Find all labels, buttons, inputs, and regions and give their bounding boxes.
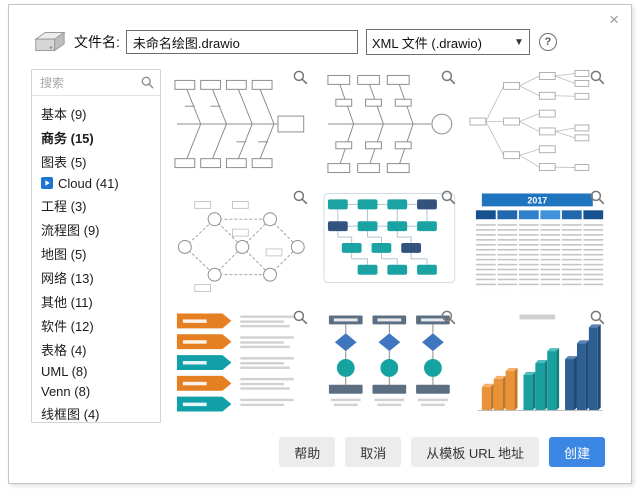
timeline-preview: 2017 <box>476 193 604 289</box>
bar-chart-preview <box>478 314 604 412</box>
sidebar-item-charts[interactable]: 图表 (5) <box>41 154 87 170</box>
zoom-icon[interactable] <box>590 190 605 205</box>
zoom-icon[interactable] <box>441 190 456 205</box>
template-fishbone-events[interactable] <box>319 69 459 179</box>
cloud-icon <box>41 177 53 189</box>
template-fishbone-diagram[interactable] <box>171 69 310 179</box>
zoom-icon[interactable] <box>441 70 456 85</box>
search-icon <box>141 76 154 89</box>
zoom-icon[interactable] <box>590 310 605 325</box>
create-button[interactable]: 创建 <box>548 437 605 467</box>
disk-drive-icon <box>34 31 66 52</box>
tree-preview <box>469 70 590 171</box>
sidebar-item-mockups[interactable]: 线框图 (4) <box>41 406 100 422</box>
sidebar-item-network[interactable]: 网络 (13) <box>41 270 94 286</box>
template-3d-bar-chart[interactable] <box>468 309 607 419</box>
sidebar-item-software[interactable]: 软件 (12) <box>41 318 94 334</box>
close-icon[interactable]: × <box>609 10 619 29</box>
search-row <box>32 70 160 96</box>
sidebar-item-engineering[interactable]: 工程 (3) <box>41 198 87 214</box>
template-tree-diagram[interactable] <box>468 69 607 179</box>
zoom-icon[interactable] <box>590 70 605 85</box>
filename-label: 文件名: <box>74 34 120 50</box>
zoom-icon[interactable] <box>441 310 456 325</box>
category-sidebar: 基本 (9) 商务 (15) 图表 (5) Cloud (41) 工程 (3) … <box>31 69 161 423</box>
template-timeline[interactable]: 2017 <box>468 189 607 299</box>
template-grid: 2017 <box>171 69 607 419</box>
timeline-year-label: 2017 <box>528 195 548 205</box>
sidebar-item-flowchart[interactable]: 流程图 (9) <box>41 222 100 238</box>
sidebar-item-map[interactable]: 地图 (5) <box>41 246 87 262</box>
sidebar-item-uml[interactable]: UML (8) <box>41 363 88 379</box>
template-area: 2017 <box>171 69 607 423</box>
filetype-select[interactable]: XML 文件 (.drawio) ▼ <box>365 29 530 55</box>
dialog-footer: 帮助 取消 从模板 URL 地址 创建 <box>279 437 605 467</box>
process-columns-preview <box>328 315 450 407</box>
template-process-list[interactable] <box>171 309 310 419</box>
template-process-columns[interactable] <box>319 309 459 419</box>
flowchart-preview <box>323 192 455 284</box>
sidebar-item-cloud[interactable]: Cloud (41) <box>32 173 160 193</box>
category-list: 基本 (9) 商务 (15) 图表 (5) Cloud (41) 工程 (3) … <box>32 96 160 422</box>
zoom-icon[interactable] <box>293 310 308 325</box>
sidebar-item-table[interactable]: 表格 (4) <box>41 342 87 358</box>
sidebar-item-cloud-label: Cloud (41) <box>58 175 119 191</box>
process-list-preview <box>176 313 294 412</box>
help-icon[interactable]: ? <box>538 33 557 51</box>
network-preview <box>177 201 305 292</box>
filetype-selected-value: XML 文件 (.drawio) <box>371 35 482 51</box>
fishbone-preview <box>174 79 305 169</box>
zoom-icon[interactable] <box>293 190 308 205</box>
dialog-header: 文件名: XML 文件 (.drawio) ▼ ? <box>31 27 609 57</box>
fishbone-events-preview <box>327 74 452 174</box>
template-flowchart[interactable] <box>319 189 459 299</box>
sidebar-item-venn[interactable]: Venn (8) <box>41 383 91 399</box>
cancel-button[interactable]: 取消 <box>345 437 402 467</box>
sidebar-item-business[interactable]: 商务 (15) <box>41 130 94 146</box>
chevron-down-icon: ▼ <box>513 36 524 48</box>
filename-input[interactable] <box>125 30 358 54</box>
search-input[interactable] <box>38 74 141 91</box>
sidebar-item-other[interactable]: 其他 (11) <box>41 294 93 310</box>
new-file-dialog: × 文件名: XML 文件 (.drawio) ▼ ? 基本 (9) 商务 (1… <box>8 4 632 484</box>
template-activity-network[interactable] <box>171 189 310 299</box>
sidebar-item-basic[interactable]: 基本 (9) <box>41 106 87 122</box>
help-button[interactable]: 帮助 <box>279 437 336 467</box>
zoom-icon[interactable] <box>293 70 308 85</box>
from-template-url-button[interactable]: 从模板 URL 地址 <box>411 437 539 467</box>
